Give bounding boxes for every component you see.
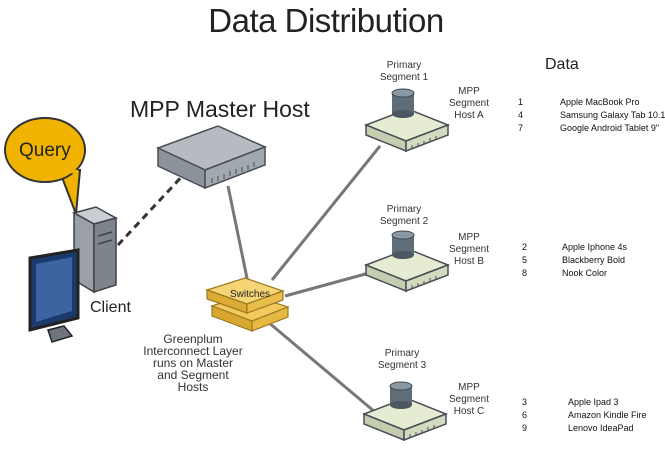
data-row-num: 9 <box>522 423 528 433</box>
data-row-num: 4 <box>518 110 524 120</box>
client-label: Client <box>90 299 131 316</box>
master-host-server <box>156 125 267 190</box>
data-row-name: Nook Color <box>562 268 608 278</box>
data-row-num: 3 <box>522 397 528 407</box>
data-row-name: Google Android Tablet 9" <box>560 123 660 133</box>
segment-host-c <box>361 381 449 442</box>
master-host-label: MPP Master Host <box>130 96 310 122</box>
segment-host-a <box>363 88 451 153</box>
page-title: Data Distribution <box>208 2 444 39</box>
database-cylinder-a <box>391 88 415 118</box>
primary-segment-3-label: Primary Segment 3 <box>377 348 427 371</box>
segment-host-b <box>363 230 451 293</box>
primary-segment-2-label: Primary Segment 2 <box>379 204 429 227</box>
database-cylinder-c <box>389 381 413 409</box>
data-row-num: 7 <box>518 123 524 133</box>
data-row-name: Amazon Kindle Fire <box>568 410 647 420</box>
switch-stack <box>205 277 290 332</box>
data-row-num: 1 <box>518 97 524 107</box>
query-label: Query <box>19 140 71 161</box>
primary-segment-1-label: Primary Segment 1 <box>379 60 429 83</box>
link-client-master-dashed <box>116 169 189 247</box>
link-switch-host-c <box>267 320 376 414</box>
switches-label: Switches <box>230 289 271 300</box>
segment-host-a-label: MPP Segment Host A <box>448 86 490 121</box>
link-switch-host-b <box>284 268 381 298</box>
segment-host-b-label: MPP Segment Host B <box>448 232 490 267</box>
client-computer <box>28 206 118 343</box>
data-row-num: 2 <box>522 242 528 252</box>
data-row-name: Samsung Galaxy Tab 10.1 <box>560 110 665 120</box>
data-row-name: Apple Ipad 3 <box>568 397 619 407</box>
data-row-num: 8 <box>522 268 528 278</box>
database-cylinder-b <box>391 230 415 259</box>
data-row-name: Apple Iphone 4s <box>562 242 628 252</box>
data-row-num: 6 <box>522 410 528 420</box>
segment-host-c-label: MPP Segment Host C <box>448 382 490 417</box>
data-row-name: Apple MacBook Pro <box>560 97 640 107</box>
data-row-name: Blackberry Bold <box>562 255 626 265</box>
query-bubble <box>4 117 86 215</box>
data-heading: Data <box>545 56 579 73</box>
link-master-switch <box>226 185 250 284</box>
link-switch-host-a <box>270 145 382 281</box>
interconnect-caption: Greenplum Interconnect Layer runs on Mas… <box>143 332 243 394</box>
data-row-num: 5 <box>522 255 528 265</box>
data-row-name: Lenovo IdeaPad <box>568 423 634 433</box>
